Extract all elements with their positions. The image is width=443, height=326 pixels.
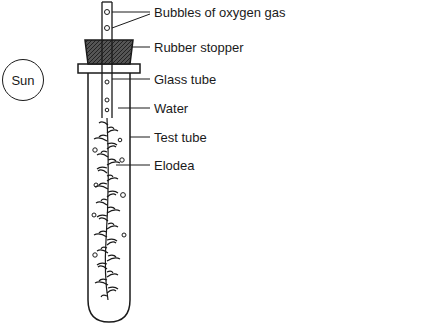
elodea-leaf bbox=[101, 247, 107, 249]
elodea-leaf bbox=[99, 231, 107, 233]
elodea-leaf bbox=[97, 250, 108, 253]
elodea-leaf bbox=[98, 266, 107, 269]
tube-lip bbox=[78, 64, 140, 73]
elodea-leaf bbox=[107, 146, 116, 149]
elodea-leaf bbox=[97, 215, 107, 217]
elodea-leaf bbox=[107, 130, 118, 133]
elodea-leaf bbox=[107, 239, 117, 241]
elodea-stem bbox=[105, 118, 108, 300]
part-label: Bubbles of oxygen gas bbox=[153, 5, 287, 20]
leader-lines bbox=[112, 12, 150, 165]
elodea-leaf bbox=[94, 234, 107, 237]
rubber-stopper bbox=[85, 40, 133, 64]
elodea-leaf bbox=[107, 210, 120, 213]
elodea-leaf bbox=[108, 127, 114, 129]
elodea-leaf bbox=[101, 199, 107, 201]
elodea-leaf bbox=[107, 226, 118, 229]
elodea-leaf bbox=[107, 242, 116, 245]
glass-tube-top bbox=[102, 1, 112, 2]
elodea-leaf bbox=[107, 271, 113, 273]
elodea-leaf bbox=[99, 279, 107, 281]
elodea-leaf bbox=[107, 207, 115, 209]
part-label: Rubber stopper bbox=[153, 40, 245, 55]
elodea-leaf bbox=[98, 170, 107, 173]
elodea-leaf bbox=[108, 287, 118, 289]
elodea-leaf bbox=[108, 255, 116, 257]
sun-circle: Sun bbox=[2, 59, 44, 101]
test-tube bbox=[88, 73, 130, 322]
part-label: Elodea bbox=[153, 158, 195, 173]
elodea-leaf bbox=[107, 143, 117, 145]
elodea-leaf bbox=[107, 274, 118, 277]
elodea-leaf bbox=[97, 263, 107, 265]
elodea-leaf bbox=[107, 258, 120, 261]
elodea-leaf bbox=[99, 183, 107, 185]
elodea-leaf bbox=[108, 191, 118, 193]
elodea-leaf bbox=[101, 151, 107, 153]
elodea-leaf bbox=[108, 223, 114, 225]
elodea-leaf bbox=[107, 178, 118, 181]
part-label: Test tube bbox=[153, 130, 208, 145]
elodea-leaf bbox=[108, 159, 116, 161]
elodea-leaf bbox=[99, 218, 108, 221]
elodea-leaf bbox=[96, 202, 107, 205]
part-label: Glass tube bbox=[153, 72, 217, 87]
elodea-leaf bbox=[97, 167, 107, 169]
elodea-leaf bbox=[94, 138, 107, 141]
node-text: Sun bbox=[11, 73, 34, 88]
part-label: Water bbox=[153, 101, 189, 116]
elodea-plant bbox=[94, 118, 120, 300]
glass-tube bbox=[102, 2, 112, 118]
elodea-leaf bbox=[107, 194, 116, 197]
elodea-leaf bbox=[97, 154, 108, 157]
elodea-leaf bbox=[99, 122, 108, 125]
elodea-leaf bbox=[107, 175, 113, 177]
elodea-leaf bbox=[107, 290, 116, 293]
elodea-leaf bbox=[101, 295, 107, 297]
elodea-leaf bbox=[99, 135, 107, 137]
elodea-leaf bbox=[95, 282, 108, 285]
bubbles bbox=[92, 10, 126, 258]
